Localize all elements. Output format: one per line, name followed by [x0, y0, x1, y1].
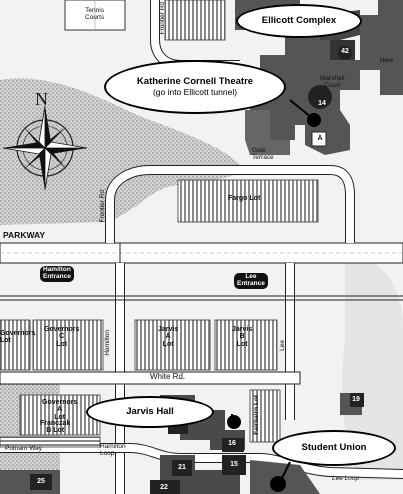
- theatre-pointer: [289, 99, 313, 119]
- ellicott-complex-buildings: [235, 0, 403, 155]
- lee-loop-label: Lee Loop: [332, 475, 360, 482]
- governors-c-lot-area: [32, 319, 104, 371]
- governors-lot-left-area: [0, 319, 31, 371]
- student-union-callout: Student Union: [272, 430, 396, 466]
- theatre-marker: [307, 113, 321, 127]
- lee-road-label: Lee: [279, 340, 286, 351]
- north-indicator: N: [35, 89, 48, 109]
- compass-rose: [2, 105, 88, 191]
- putnam-way-label: Putnam Way: [5, 445, 42, 452]
- building-a: A: [317, 135, 323, 142]
- hamilton-road-label: Hamilton: [104, 330, 111, 356]
- north-lot-area: [164, 0, 226, 41]
- parkway-label: PARKWAY: [3, 230, 46, 240]
- franczak-b-lot-label: Franczak B Lot: [40, 420, 71, 435]
- new-label: New: [380, 57, 394, 64]
- marshall-court-label: Marshall Court: [320, 75, 345, 89]
- building-19: 19: [352, 396, 360, 403]
- theatre-subtitle: (go into Ellicott tunnel): [152, 86, 238, 97]
- building-22: 22: [160, 484, 168, 491]
- hamilton-entrance-badge: Hamilton Entrance: [40, 266, 74, 282]
- woods-area: [0, 78, 245, 225]
- fairbairn-lot-area: [249, 389, 281, 443]
- hamilton-loop-label: Hamilton Loop: [100, 443, 126, 457]
- tennis-courts-label: Tennis Courts: [85, 7, 105, 21]
- governors-a-lot-label: Governors A Lot: [42, 399, 78, 421]
- theatre-title: Katherine Cornell Theatre: [136, 75, 254, 87]
- building-15: 15: [230, 461, 238, 468]
- white-rd-label: White Rd.: [150, 372, 186, 381]
- jarvis-hall-title: Jarvis Hall: [126, 405, 174, 417]
- putnam-way-road: [0, 444, 403, 478]
- parkway-road: [0, 242, 403, 264]
- fargo-lot-label: Fargo Lot: [228, 195, 261, 202]
- gale-terrace-label: Gale Terrace: [252, 147, 274, 161]
- ellicott-complex-callout: Ellicott Complex: [236, 4, 362, 38]
- jarvis-marker: [227, 415, 241, 429]
- jarvis-b-lot-label: Jarvis B Lot: [232, 326, 253, 348]
- building-16: 16: [228, 440, 236, 447]
- building-21: 21: [178, 464, 186, 471]
- fargo-loop-road: [106, 166, 354, 243]
- fargo-lot-area: [177, 179, 319, 223]
- building-25: 25: [37, 478, 45, 485]
- student-union-marker: [270, 476, 286, 492]
- building-14: 14: [318, 100, 326, 107]
- fairbairn-lot-label: Fairbairn Lot: [253, 395, 260, 435]
- jarvis-a-lot-label: Jarvis A Lot: [158, 326, 179, 348]
- lee-entrance-badge: Lee Entrance: [234, 273, 268, 289]
- jarvis-a-lot-area: [134, 319, 211, 371]
- building-42: 42: [341, 48, 349, 55]
- ellicott-complex-title: Ellicott Complex: [261, 14, 337, 26]
- katherine-cornell-theatre-callout: Katherine Cornell Theatre (go into Ellic…: [104, 60, 286, 114]
- governors-left-label: Governors Lot: [0, 330, 36, 345]
- jarvis-b-lot-area: [214, 319, 278, 371]
- frontier-rd-label: Frontier Rd: [99, 190, 106, 223]
- white-road: [0, 371, 301, 385]
- open-field-east: [342, 250, 403, 480]
- student-union-title: Student Union: [301, 441, 367, 453]
- governors-c-lot-label: Governors C Lot: [44, 326, 80, 348]
- jarvis-hall-callout: Jarvis Hall: [86, 396, 214, 428]
- frontier-top-label: Frontier Rd: [159, 2, 166, 35]
